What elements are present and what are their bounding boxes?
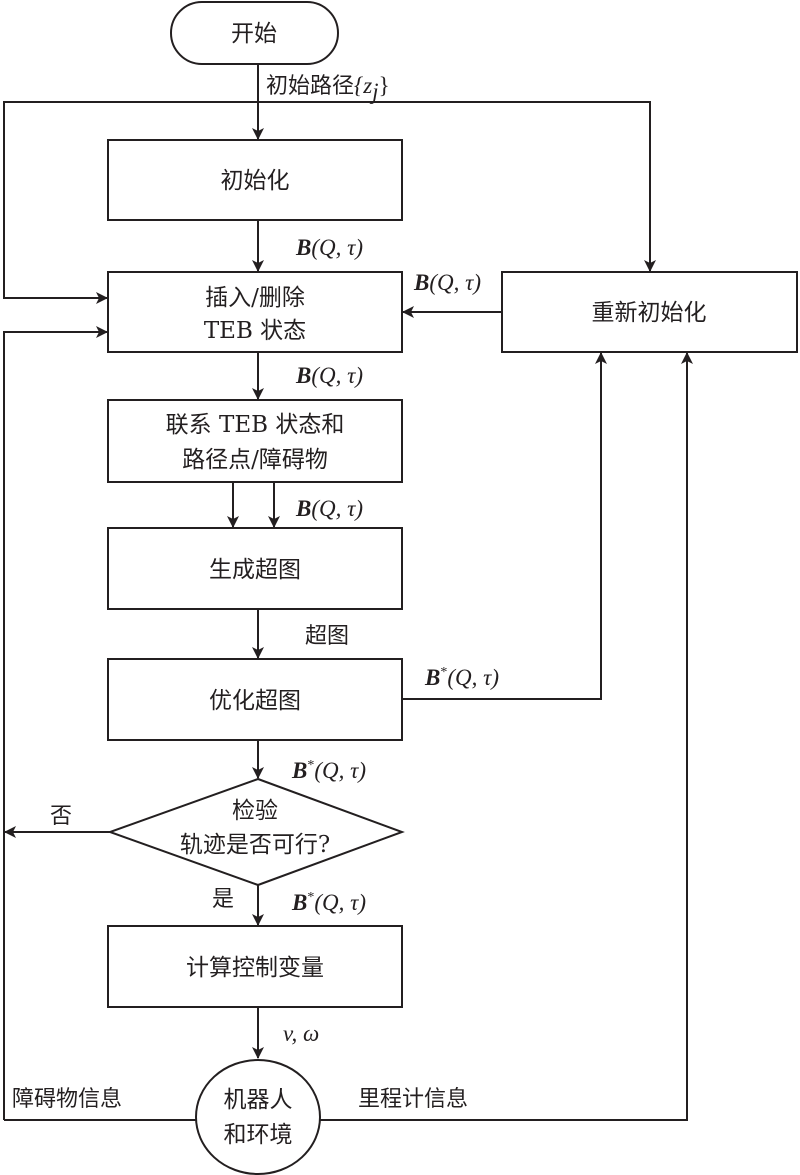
connectors xyxy=(3,64,693,1121)
node-build-graph: 生成超图 xyxy=(107,527,403,610)
label-bstar-opt-to-reinit: B*(Q, τ) xyxy=(424,665,499,690)
label-b-assoc-to-graph: B(Q, τ) xyxy=(295,496,363,521)
edge-start-left-loop-to-insert xyxy=(3,101,258,304)
node-optimize-graph-label: 优化超图 xyxy=(209,688,301,714)
node-robot-env-line1: 机器人 xyxy=(224,1087,293,1113)
node-reinit-label: 重新初始化 xyxy=(592,300,707,326)
node-init: 初始化 xyxy=(107,139,403,221)
node-check: 检验 轨迹是否可行? xyxy=(107,777,405,887)
label-odometry-info: 里程计信息 xyxy=(358,1087,468,1112)
node-insert-delete-line2: TEB 状态 xyxy=(204,318,306,344)
node-insert-delete-line1: 插入/删除 xyxy=(205,285,305,311)
node-reinit: 重新初始化 xyxy=(501,271,798,353)
edge-robot-odometry-to-reinit xyxy=(320,352,693,1121)
node-check-line2: 轨迹是否可行? xyxy=(180,832,330,858)
label-b-reinit-to-insert: B(Q, τ) xyxy=(413,270,481,295)
node-compute-control: 计算控制变量 xyxy=(107,925,403,1008)
node-build-graph-label: 生成超图 xyxy=(209,557,301,583)
node-associate-line2: 路径点/障碍物 xyxy=(182,447,328,473)
label-b-init-to-insert: B(Q, τ) xyxy=(295,235,363,260)
label-no: 否 xyxy=(50,804,72,829)
edge-start-to-reinit xyxy=(258,101,656,272)
node-start: 开始 xyxy=(170,1,339,65)
node-start-label: 开始 xyxy=(231,21,277,47)
node-init-label: 初始化 xyxy=(221,168,290,194)
node-associate-line1: 联系 TEB 状态和 xyxy=(166,412,345,438)
node-robot-env-line2: 和环境 xyxy=(224,1122,293,1148)
node-optimize-graph: 优化超图 xyxy=(107,658,403,741)
node-associate: 联系 TEB 状态和 路径点/障碍物 xyxy=(107,399,403,483)
label-obstacle-info: 障碍物信息 xyxy=(12,1087,122,1112)
node-robot-env: 机器人 和环境 xyxy=(195,1059,321,1175)
node-insert-delete: 插入/删除 TEB 状态 xyxy=(107,271,403,353)
label-hypergraph: 超图 xyxy=(305,624,349,649)
label-bstar-check-to-compute: B*(Q, τ) xyxy=(291,890,366,915)
node-check-line1: 检验 xyxy=(232,798,278,824)
label-v-omega: v, ω xyxy=(283,1021,319,1046)
label-bstar-opt-to-check: B*(Q, τ) xyxy=(291,758,366,783)
label-initial-path: 初始路径{zj} xyxy=(266,73,390,104)
edge-left-feedback-to-insert xyxy=(3,326,108,1120)
edge-labels: 初始路径{zj} B(Q, τ) B(Q, τ) B(Q, τ) B(Q, τ)… xyxy=(12,73,499,1112)
edge-optimize-to-reinit xyxy=(402,352,607,700)
label-b-insert-to-assoc: B(Q, τ) xyxy=(295,363,363,388)
label-yes: 是 xyxy=(212,887,234,912)
node-compute-control-label: 计算控制变量 xyxy=(186,955,324,981)
